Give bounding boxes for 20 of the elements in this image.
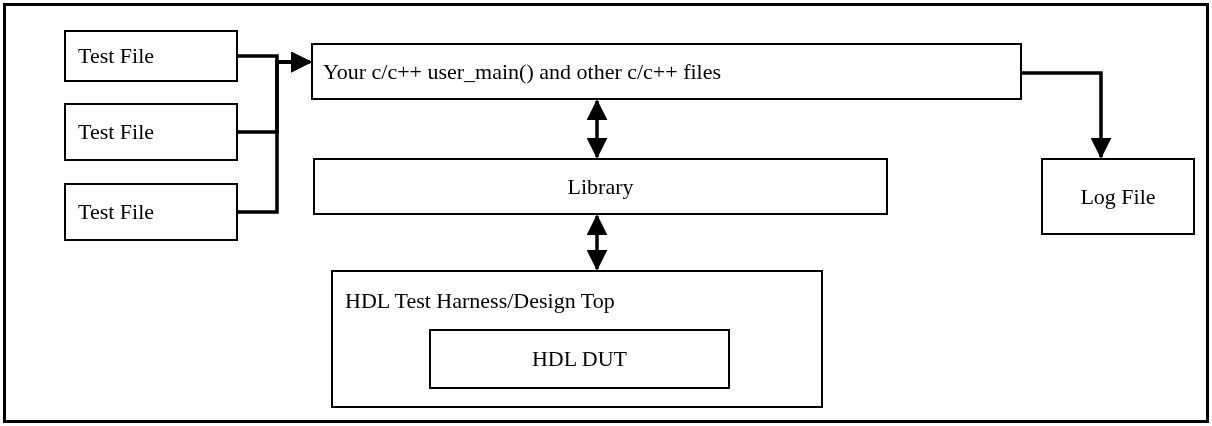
box-label: Test File [78,43,155,69]
box-label: Your c/c++ user_main() and other c/c++ files [323,58,722,85]
box-label: HDL DUT [531,346,628,372]
box-label: HDL Test Harness/Design Top [345,288,615,314]
process-box [1041,158,1195,235]
box-label: Library [567,173,634,200]
process-box [64,30,238,82]
process-box [64,103,238,161]
process-box [64,183,238,241]
arrow [586,214,608,271]
box-label: Test File [78,199,155,225]
arrow [238,51,312,214]
process-box [429,329,730,389]
arrow [586,99,608,159]
arrow [1022,71,1112,159]
process-box [311,43,1022,100]
box-label: Log File [1080,183,1156,210]
container-box [331,270,823,408]
process-box [313,158,888,215]
box-label: Test File [78,119,155,145]
